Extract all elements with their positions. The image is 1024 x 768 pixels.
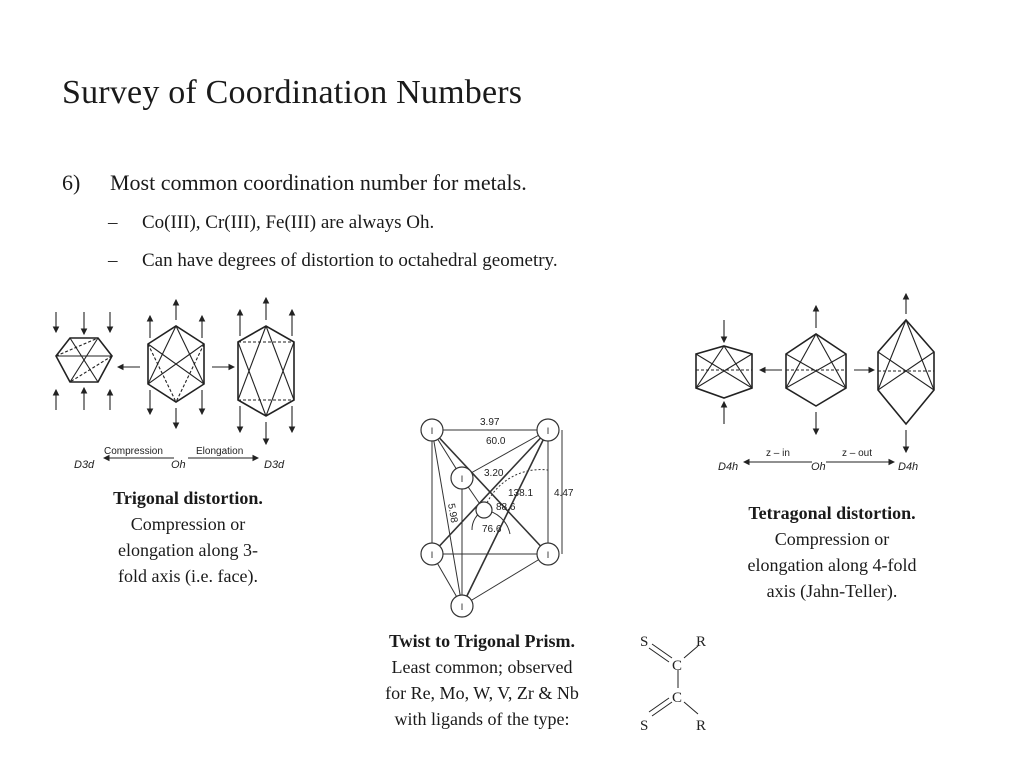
r-group-label: R: [696, 718, 706, 734]
d3d-left-label: D3d: [74, 459, 95, 471]
distance-label: 4.47: [554, 488, 574, 499]
trigonal-caption: Trigonal distortion. Compression or elon…: [82, 485, 294, 589]
d4h-left-label: D4h: [718, 461, 738, 473]
slide-title: Survey of Coordination Numbers: [62, 74, 523, 111]
sub-bullet: – Can have degrees of distortion to octah…: [108, 250, 558, 272]
caption-line: fold axis (i.e. face).: [118, 566, 258, 586]
trigonal-distortion-figure: Compression Elongation D3d Oh D3d: [44, 292, 306, 482]
sulfur-label: S: [640, 634, 648, 650]
caption-line: elongation along 4-fold: [747, 555, 917, 575]
prism-caption: Twist to Trigonal Prism. Least common; o…: [356, 628, 608, 732]
angle-label: 60.0: [486, 436, 506, 447]
trigonal-octahedra-diagram: Compression Elongation D3d Oh D3d: [52, 296, 296, 471]
caption-line: Compression or: [130, 514, 246, 534]
caption-title: Twist to Trigonal Prism.: [389, 631, 575, 651]
z-in-label: z – in: [766, 448, 790, 459]
oh-label: Oh: [171, 459, 186, 471]
d3d-right-label: D3d: [264, 459, 285, 471]
sub-bullet: – Co(III), Cr(III), Fe(III) are always Oh…: [108, 212, 434, 234]
trigonal-prism-figure: I I I I I I 3.97 60.0 3.20 4.47 138.1 88…: [410, 410, 590, 630]
iodine-atom-label: I: [547, 426, 550, 436]
sub-bullet-text: Co(III), Cr(III), Fe(III) are always Oh.: [142, 212, 435, 233]
caption-line: for Re, Mo, W, V, Zr & Nb: [385, 683, 579, 703]
ligand-structure: S R C C S R: [634, 626, 724, 743]
angle-label: 76.6: [482, 524, 502, 535]
oh-label: Oh: [811, 461, 826, 473]
bullet-text: Most common coordination number for meta…: [110, 170, 527, 195]
dithiolene-ligand-diagram: S R C C S R: [640, 634, 706, 734]
caption-title: Tetragonal distortion.: [748, 503, 916, 523]
elongation-label: Elongation: [196, 446, 243, 457]
distance-label: 3.20: [484, 468, 504, 479]
angle-label: 138.1: [508, 488, 533, 499]
bullet-number: 6): [62, 170, 81, 195]
d4h-right-label: D4h: [898, 461, 918, 473]
carbon-label: C: [672, 658, 682, 674]
caption-line: elongation along 3-: [118, 540, 258, 560]
carbon-label: C: [672, 690, 682, 706]
iodine-atom-label: I: [461, 474, 464, 484]
tetragonal-caption: Tetragonal distortion. Compression or el…: [718, 500, 946, 604]
tetragonal-octahedra-diagram: z – in z – out D4h Oh D4h: [695, 292, 935, 473]
dash-marker: –: [108, 250, 118, 271]
caption-line: with ligands of the type:: [394, 709, 570, 729]
angle-label: 88.6: [496, 502, 516, 513]
caption-line: axis (Jahn-Teller).: [766, 581, 898, 601]
iodine-atom-label: I: [431, 550, 434, 560]
caption-line: Compression or: [774, 529, 890, 549]
sub-bullet-text: Can have degrees of distortion to octahe…: [142, 250, 558, 271]
trigonal-prism-diagram: I I I I I I 3.97 60.0 3.20 4.47 138.1 88…: [420, 417, 574, 618]
caption-title: Trigonal distortion.: [113, 488, 263, 508]
compression-label: Compression: [104, 446, 163, 457]
iodine-atom-label: I: [547, 550, 550, 560]
r-group-label: R: [696, 634, 706, 650]
iodine-atom-label: I: [431, 426, 434, 436]
z-out-label: z – out: [842, 448, 872, 459]
distance-label: 5.98: [445, 503, 459, 525]
iodine-atom-label: I: [461, 602, 464, 612]
distance-label: 3.97: [480, 417, 500, 428]
sulfur-label: S: [640, 718, 648, 734]
dash-marker: –: [108, 212, 118, 233]
tetragonal-distortion-figure: z – in z – out D4h Oh D4h: [688, 290, 948, 480]
caption-line: Least common; observed: [391, 657, 573, 677]
